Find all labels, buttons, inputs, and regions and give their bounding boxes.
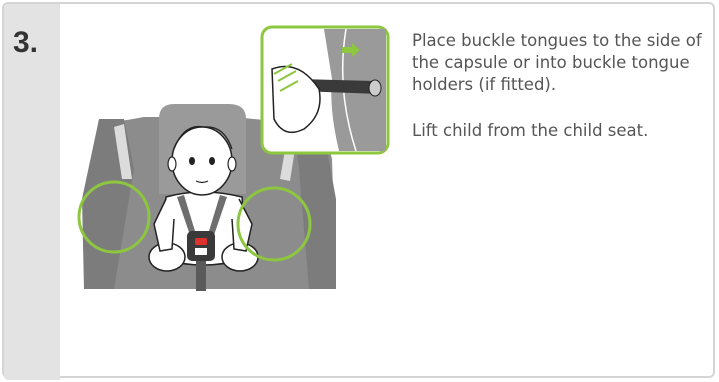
child-seat-illustration <box>74 19 404 304</box>
step-number-badge: 3. <box>4 4 60 380</box>
instruction-paragraph-1: Place buckle tongues to the side of the … <box>412 30 712 96</box>
step-card: 3. <box>2 2 715 378</box>
instruction-text: Place buckle tongues to the side of the … <box>412 30 712 166</box>
step-number: 3. <box>13 26 38 60</box>
instruction-paragraph-2: Lift child from the child seat. <box>412 120 712 142</box>
